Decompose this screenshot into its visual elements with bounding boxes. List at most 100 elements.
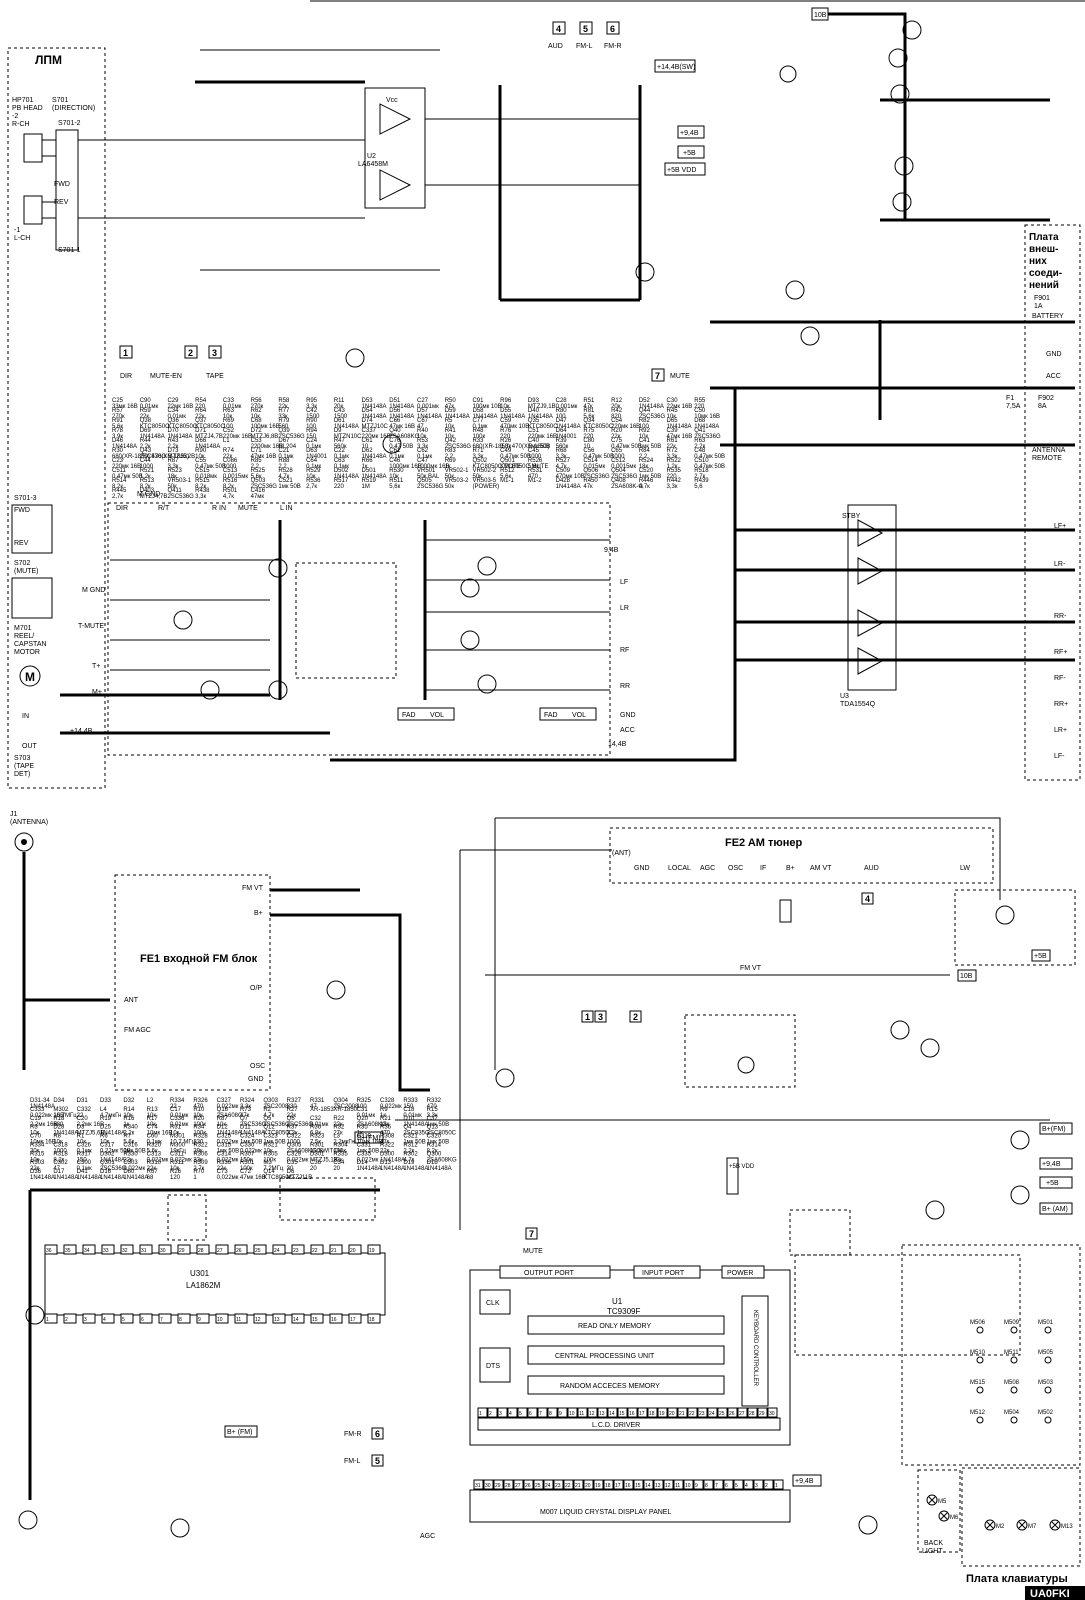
u1-lcd-pin-num-14: 15 bbox=[619, 1411, 625, 1417]
q37-symbol bbox=[890, 84, 910, 104]
xr1853-region bbox=[954, 889, 1076, 966]
lcd-pin-num-23: 8 bbox=[705, 1483, 708, 1489]
u1-lcd-pin-28 bbox=[757, 1407, 768, 1418]
comp-top-189: VR503-5(POWER) bbox=[472, 478, 499, 490]
u301-top-pin-13 bbox=[291, 1244, 305, 1255]
u1-lcd-pin-18 bbox=[657, 1407, 668, 1418]
lcd-pin-num-14: 17 bbox=[615, 1483, 621, 1489]
u301-top-pin-num-7: 29 bbox=[179, 1248, 185, 1254]
q408-symbol bbox=[173, 610, 193, 630]
key-label-3: M510 bbox=[970, 1350, 986, 1356]
u1-clk-label: CLK bbox=[486, 1300, 500, 1307]
marker-3 bbox=[208, 345, 222, 359]
motor-letter: M bbox=[25, 670, 35, 684]
u301-top-pin-1 bbox=[63, 1244, 77, 1255]
fuse-f901-val: 1A bbox=[1034, 303, 1043, 310]
lch-label-1: L-CH bbox=[14, 235, 30, 242]
fmr-label: FM-R bbox=[604, 43, 622, 50]
q4-symbol bbox=[925, 1200, 945, 1220]
lamp-label-2: M13 bbox=[1061, 1524, 1073, 1530]
q502-symbol bbox=[268, 558, 288, 578]
lcd-pin-6 bbox=[533, 1479, 544, 1490]
u1-power-port bbox=[721, 1265, 765, 1279]
q506-symbol bbox=[477, 556, 497, 576]
bus-mgnd-side: M GND bbox=[82, 587, 105, 594]
u1-kbd-label: KEYBOARD CONTROLLER bbox=[752, 1310, 758, 1387]
u301-bot-pin-17 bbox=[367, 1313, 381, 1324]
key-diode-region bbox=[794, 1254, 1021, 1356]
u301-bot-pin-num-12: 13 bbox=[274, 1317, 280, 1323]
u2-opamp-b bbox=[379, 169, 412, 201]
u1-lcd-pin-num-0: 1 bbox=[479, 1411, 482, 1417]
u1-lcd-pin-14 bbox=[617, 1407, 628, 1418]
q13-symbol bbox=[1010, 1185, 1030, 1205]
s703-label-2: DET) bbox=[14, 771, 30, 778]
signal-tags-bottom: B+(FM) B+ (FM) B+(FM) +9,4B +5B B+ (AM) … bbox=[224, 899, 1073, 1540]
fe2-pin-lw: LW bbox=[960, 865, 970, 872]
u301-top-pin-num-11: 25 bbox=[255, 1248, 261, 1254]
lamp-cross-3 bbox=[928, 1496, 936, 1504]
lcd-panel bbox=[469, 1489, 791, 1523]
u301-ic-box bbox=[44, 1252, 386, 1316]
u301-bot-pin-num-16: 17 bbox=[350, 1317, 356, 1323]
lcd-pin-2 bbox=[493, 1479, 504, 1490]
fe1-pin-gnd: GND bbox=[248, 1076, 264, 1083]
u3-amp-4 bbox=[857, 647, 884, 675]
lcd-pin-10 bbox=[573, 1479, 584, 1490]
u301-top-pin-12 bbox=[272, 1244, 286, 1255]
u301-bot-pin-5 bbox=[139, 1313, 153, 1324]
s701-3-box bbox=[11, 504, 53, 554]
u1-lcd-pin-num-15: 16 bbox=[629, 1411, 635, 1417]
fe1-pin-osc: OSC bbox=[250, 1063, 265, 1070]
stby-label: STBY bbox=[842, 513, 861, 520]
u301-top-pin-3 bbox=[101, 1244, 115, 1255]
u1-lcd-pin-17 bbox=[647, 1407, 658, 1418]
lamp-cross-0 bbox=[986, 1521, 994, 1529]
q38-symbol bbox=[888, 48, 908, 68]
backlight-label-0: BACK bbox=[924, 1540, 943, 1547]
